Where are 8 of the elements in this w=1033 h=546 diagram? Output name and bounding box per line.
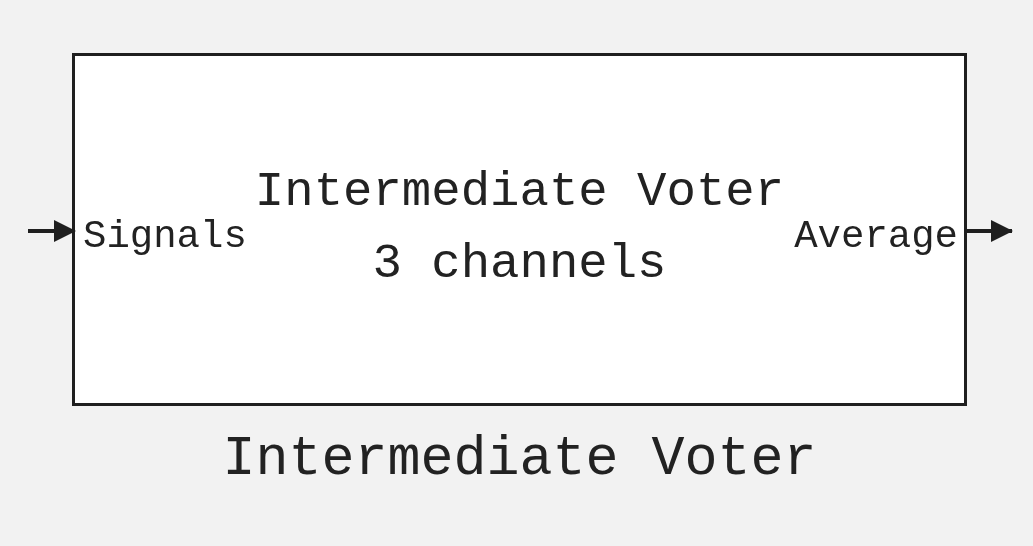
block-label: 3 channels [372,234,667,294]
arrow [28,220,76,242]
block-name: Intermediate Voter [222,432,817,488]
arrow [964,220,1013,242]
port-label: Signals [75,215,253,259]
port-label: Average [786,215,964,259]
block-label: Intermediate Voter [254,162,785,222]
block-box [72,53,967,406]
